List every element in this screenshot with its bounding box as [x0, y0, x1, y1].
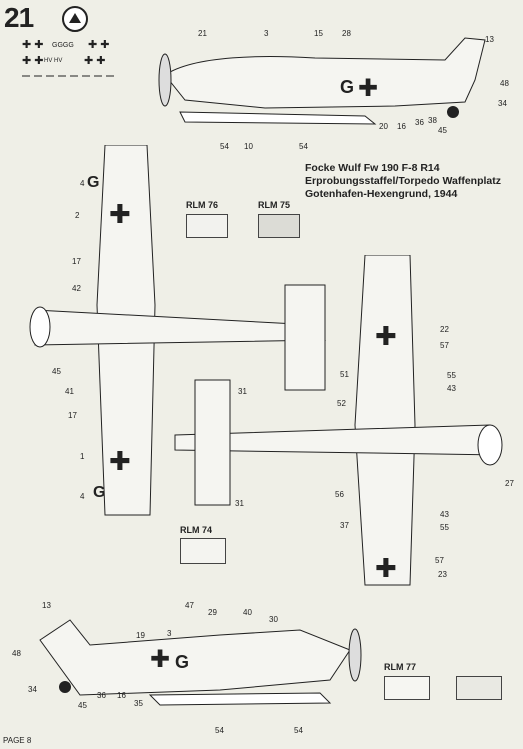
svg-text:✚ ✚: ✚ ✚: [88, 39, 110, 51]
svg-text:✚ ✚: ✚ ✚: [22, 39, 44, 51]
callout-number: 17: [68, 411, 77, 420]
upper-side-profile: G ✚: [158, 37, 486, 125]
svg-text:✚: ✚: [358, 75, 378, 102]
svg-text:✚: ✚: [109, 199, 131, 229]
swatch-rlm77-alt: [456, 676, 502, 700]
svg-text:✚: ✚: [375, 553, 397, 583]
callout-number: 17: [72, 257, 81, 266]
callout-number: 57: [440, 341, 449, 350]
callout-number: 29: [208, 608, 217, 617]
callout-number: 55: [447, 371, 456, 380]
page-footer: PAGE 8: [3, 736, 32, 745]
callout-number: 45: [52, 367, 61, 376]
title-line-1: Focke Wulf Fw 190 F-8 R14: [305, 162, 440, 174]
decal-sheet-diagram: ✚ ✚ GGGG ✚ ✚ ✚ ✚ HV HV ✚ ✚: [22, 39, 118, 77]
svg-text:✚ ✚: ✚ ✚: [84, 55, 106, 67]
lower-side-profile: ✚ G: [39, 619, 362, 706]
callout-number: 16: [117, 691, 126, 700]
decal-hv-marks: HV HV: [44, 58, 62, 64]
callout-number: 15: [314, 29, 323, 38]
svg-text:✚ ✚: ✚ ✚: [22, 55, 44, 67]
callout-number: 4: [80, 179, 85, 188]
callout-number: 48: [500, 79, 509, 88]
callout-number: 19: [136, 631, 145, 640]
callout-number: 41: [65, 387, 74, 396]
callout-number: 54: [294, 726, 303, 735]
title-line-3: Gotenhafen-Hexengrund, 1944: [305, 188, 458, 200]
callout-number: 52: [337, 399, 346, 408]
callout-number: 27: [505, 479, 514, 488]
callout-number: 3: [264, 29, 269, 38]
callout-number: 16: [397, 122, 406, 131]
callout-number: 57: [435, 556, 444, 565]
callout-number: 54: [299, 142, 308, 151]
swatch-rlm75: [258, 214, 300, 238]
callout-number: 38: [428, 116, 437, 125]
callout-number: 48: [12, 649, 21, 658]
swatch-rlm76: [186, 214, 228, 238]
callout-number: 54: [220, 142, 229, 151]
swatch-label-rlm74: RLM 74: [180, 525, 213, 535]
callout-number: 35: [134, 699, 143, 708]
swatch-label-rlm77: RLM 77: [384, 662, 417, 672]
svg-text:G: G: [340, 77, 354, 97]
callout-number: 45: [438, 126, 447, 135]
callout-number: 42: [72, 284, 81, 293]
callout-number: 47: [185, 601, 194, 610]
callout-number: 36: [415, 118, 424, 127]
callout-number: 10: [244, 142, 253, 151]
svg-text:✚: ✚: [150, 646, 170, 673]
callout-number: 13: [485, 35, 494, 44]
step-number: 21: [4, 2, 34, 33]
svg-text:G: G: [175, 652, 189, 672]
top-view: ✚ ✚ G G: [29, 145, 326, 516]
callout-number: 36: [97, 691, 106, 700]
callout-number: 28: [342, 29, 351, 38]
callout-number: 30: [269, 615, 278, 624]
bottom-view: ✚ ✚: [174, 255, 503, 586]
swatch-label-rlm75: RLM 75: [258, 200, 291, 210]
callout-number: 31: [238, 387, 247, 396]
decal-code-letters: GGGG: [52, 42, 74, 49]
svg-text:G: G: [93, 484, 105, 501]
callout-number: 23: [438, 570, 447, 579]
svg-text:✚: ✚: [375, 321, 397, 351]
swatch-rlm77: [384, 676, 430, 700]
callout-number: 43: [440, 510, 449, 519]
callout-number: 55: [440, 523, 449, 532]
swatch-rlm74: [180, 538, 226, 564]
callout-number: 34: [28, 685, 37, 694]
callout-number: 21: [198, 29, 207, 38]
svg-text:G: G: [87, 174, 99, 191]
callout-number: 1: [80, 452, 85, 461]
callout-number: 45: [78, 701, 87, 710]
callout-number: 20: [379, 122, 388, 131]
svg-text:✚: ✚: [109, 446, 131, 476]
callout-number: 13: [42, 601, 51, 610]
swatch-label-rlm76: RLM 76: [186, 200, 219, 210]
aircraft-title-block: Focke Wulf Fw 190 F-8 R14 Erprobungsstaf…: [305, 162, 515, 201]
callout-number: 31: [235, 499, 244, 508]
title-line-2: Erprobungsstaffel/Torpedo Waffenplatz: [305, 175, 501, 187]
callout-number: 40: [243, 608, 252, 617]
callout-number: 37: [340, 521, 349, 530]
callout-number: 4: [80, 492, 85, 501]
callout-number: 3: [167, 629, 172, 638]
callout-number: 22: [440, 325, 449, 334]
callout-number: 56: [335, 490, 344, 499]
callout-number: 2: [75, 211, 80, 220]
paint-step-icon: [62, 6, 88, 32]
callout-number: 34: [498, 99, 507, 108]
callout-number: 54: [215, 726, 224, 735]
callout-number: 43: [447, 384, 456, 393]
callout-number: 51: [340, 370, 349, 379]
